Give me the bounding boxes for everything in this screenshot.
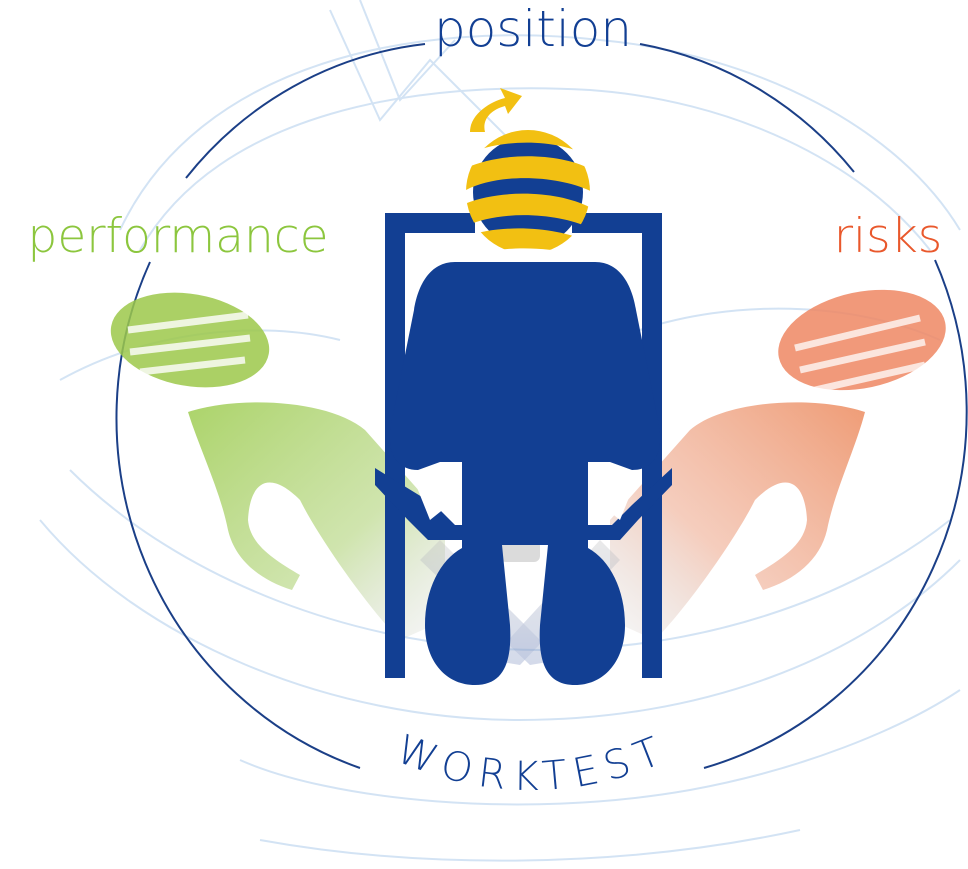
label-performance: performance: [27, 209, 328, 264]
seated-person-icon: [389, 262, 661, 685]
left-ghost-figure-icon: [188, 402, 445, 640]
right-ghost-figure-icon: [610, 402, 865, 640]
rotating-globe-icon: [466, 88, 590, 254]
left-globe-icon: [110, 292, 270, 388]
right-globe-icon: [778, 289, 946, 394]
chair-icon: [375, 213, 672, 678]
label-position: position: [434, 0, 632, 58]
label-risks: risks: [834, 209, 943, 264]
svg-text:WORKTEST: WORKTEST: [390, 726, 674, 800]
label-worktest: WORKTEST: [390, 726, 674, 800]
